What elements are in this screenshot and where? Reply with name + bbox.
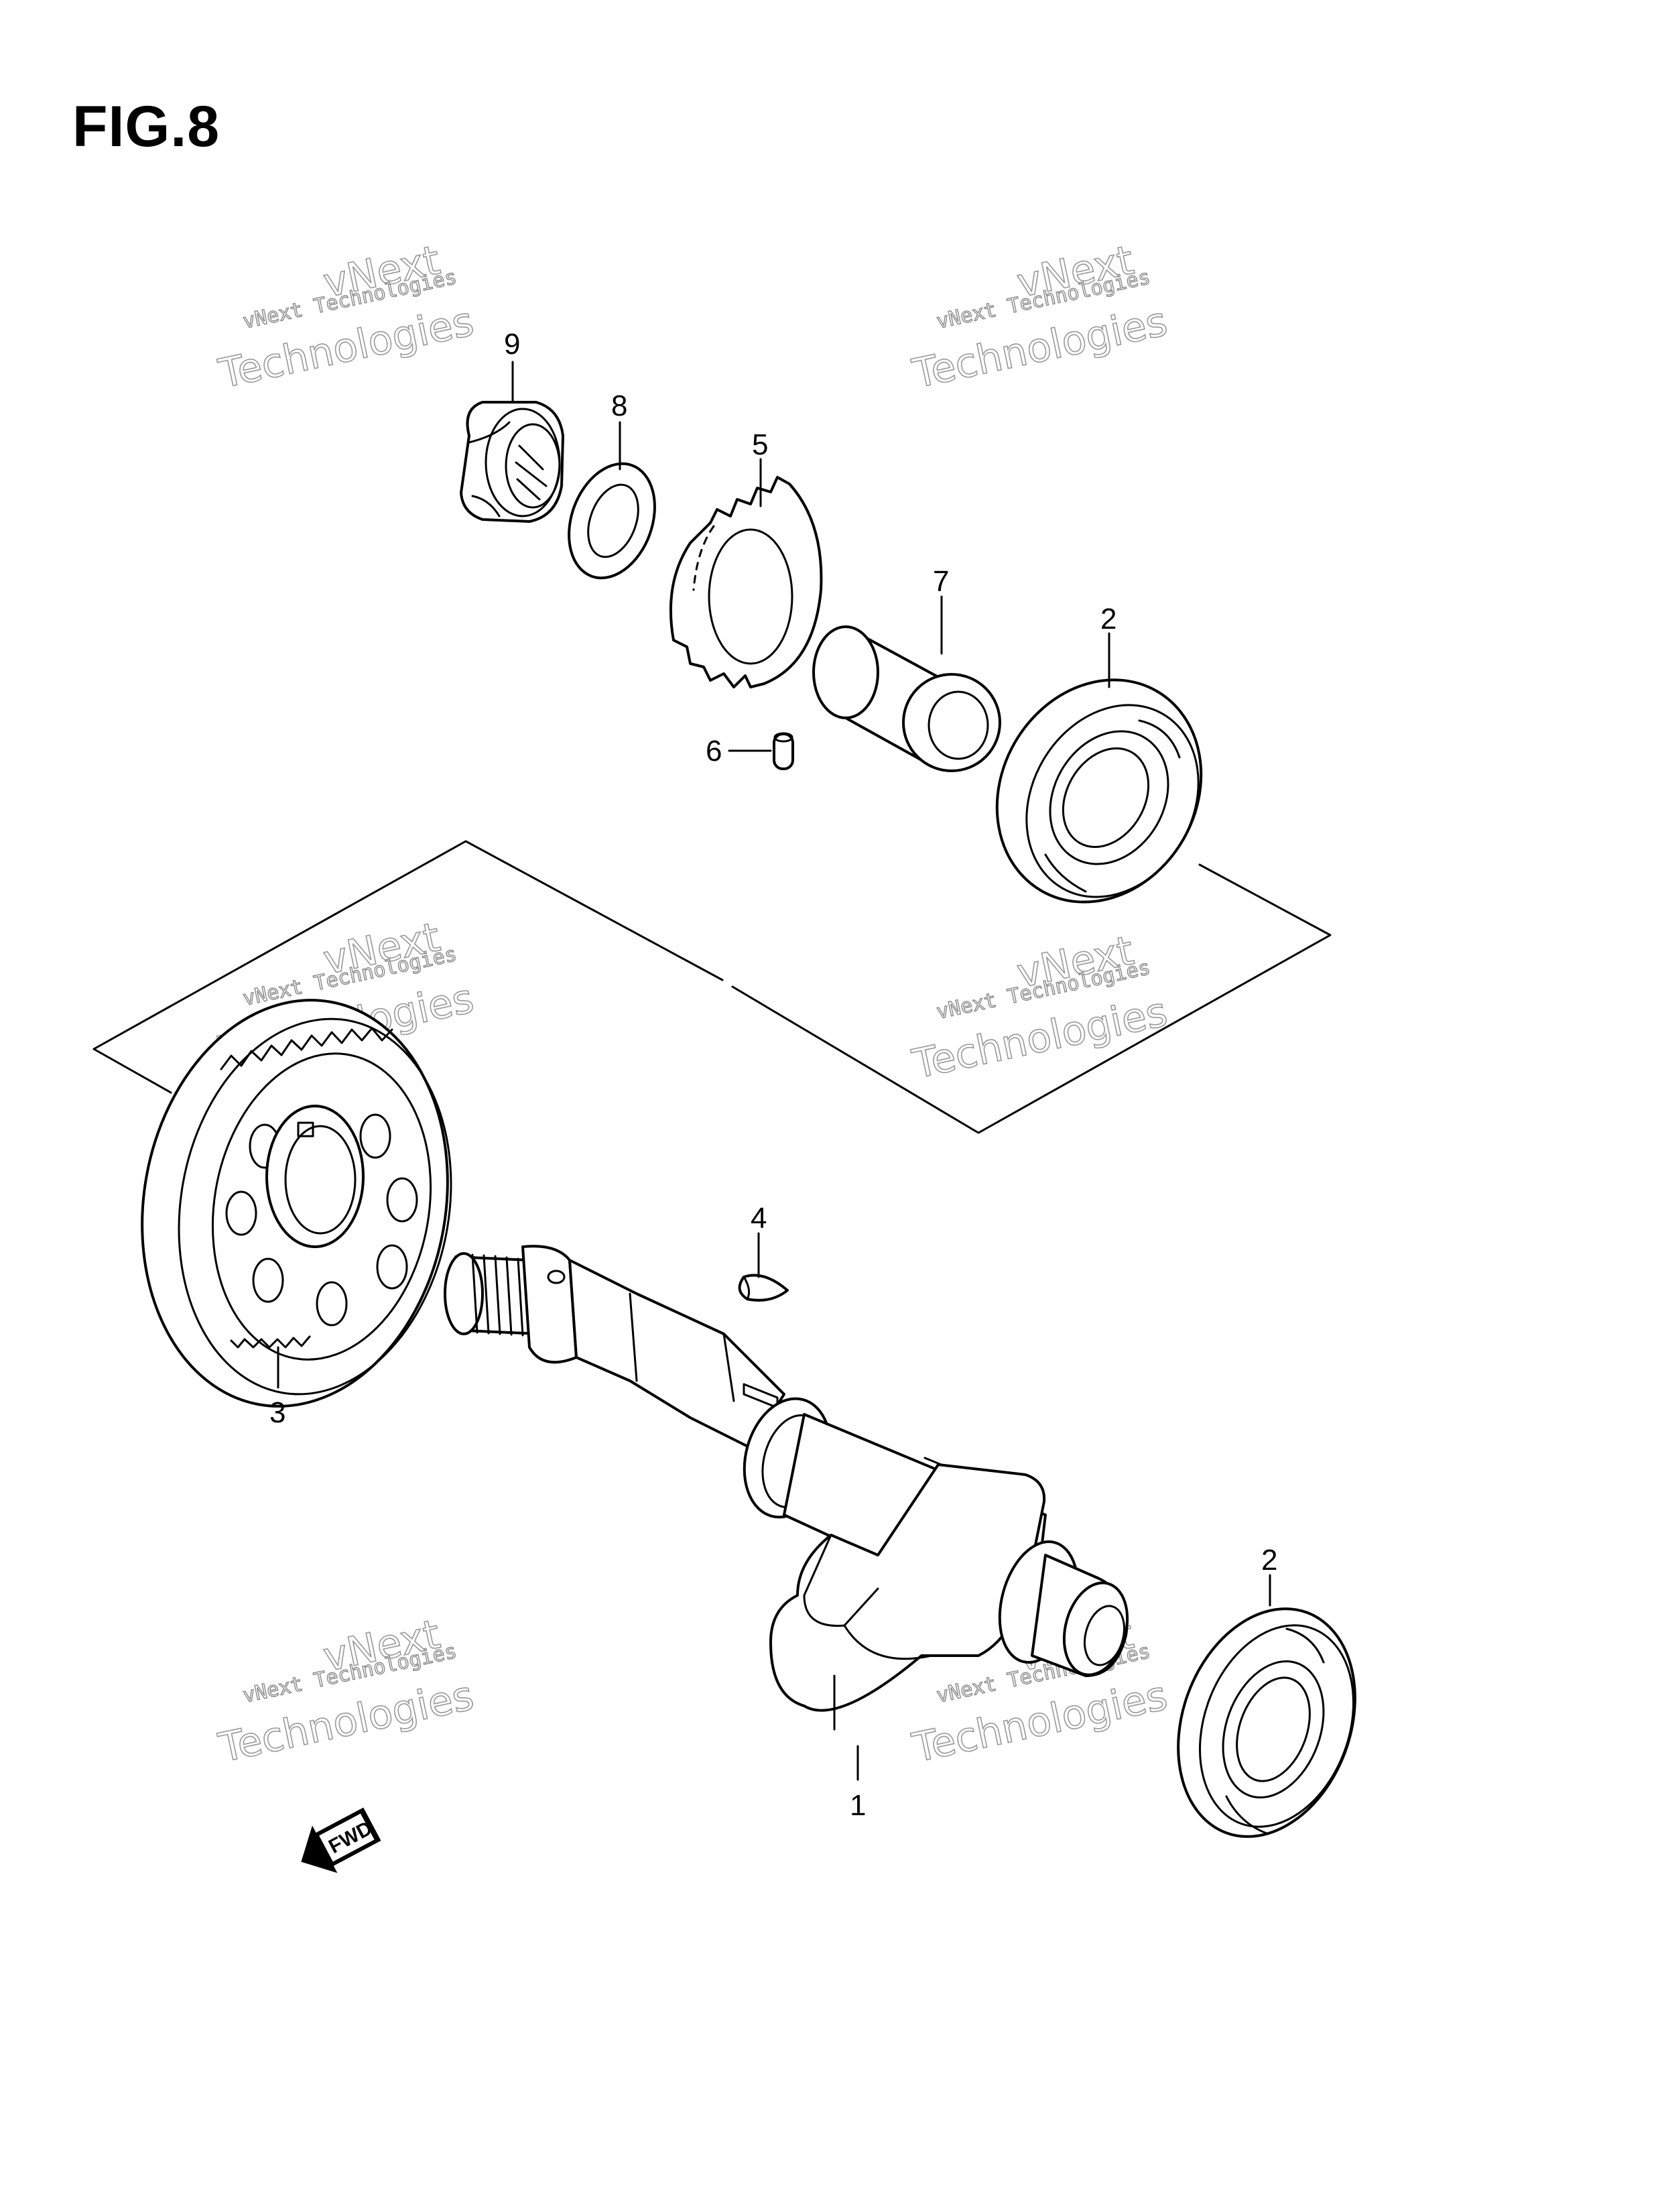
callout-1: 1 [850, 1789, 866, 1822]
part-2-bearing-upper [995, 678, 1203, 904]
part-5-gear-plate [669, 476, 823, 688]
part-3-gear [141, 999, 452, 1408]
watermark: vNext Technologies Technologies vNext [214, 236, 478, 398]
part-6-pin [773, 732, 794, 770]
fwd-arrow-icon: FWD [301, 1807, 381, 1873]
part-9-nut [460, 401, 564, 523]
callout-6: 6 [706, 735, 722, 767]
assembly-outline [92, 840, 1332, 1134]
part-8-washer [568, 462, 656, 580]
watermark: vNext Technologies Technologies vNext [908, 926, 1172, 1089]
leader-lines [277, 361, 1271, 1781]
watermark: vNext Technologies Technologies vNext [908, 236, 1172, 398]
part-4-key [738, 1274, 789, 1302]
watermark: vNext Technologies Technologies vNext [214, 1610, 478, 1772]
callout-5: 5 [752, 428, 768, 461]
callout-9: 9 [504, 328, 520, 361]
callout-7: 7 [933, 565, 949, 598]
part-7-spacer [812, 625, 1001, 772]
callout-2-upper: 2 [1100, 603, 1116, 635]
part-2-bearing-lower [1177, 1607, 1356, 1838]
callout-2-lower: 2 [1261, 1544, 1277, 1577]
callout-4: 4 [751, 1202, 767, 1235]
part-1-shaft [444, 1245, 1129, 1731]
callout-8: 8 [611, 389, 627, 422]
callout-3: 3 [269, 1396, 285, 1429]
callout-labels: 9 8 5 7 2 6 4 3 2 1 [269, 328, 1277, 1822]
figure-title: FIG.8 [72, 95, 220, 159]
